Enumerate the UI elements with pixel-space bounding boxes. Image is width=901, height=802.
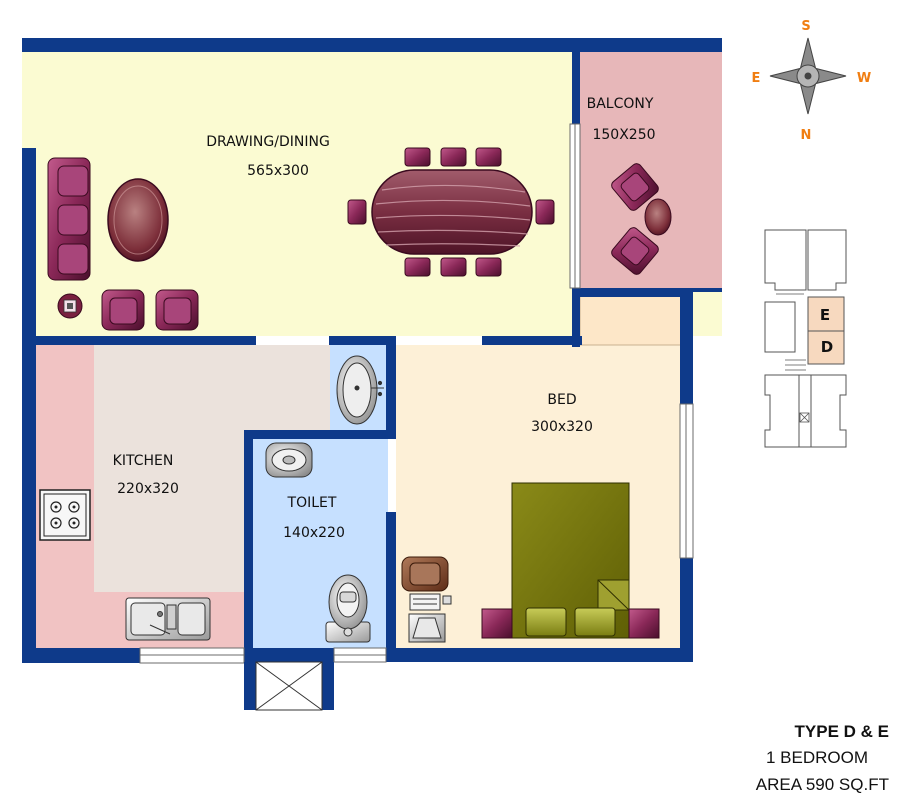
key-plan-unit-d xyxy=(807,330,845,365)
compass-rose-icon xyxy=(769,37,847,115)
key-plan-label-d: D xyxy=(821,338,833,356)
bed-label: BED xyxy=(547,392,576,408)
key-plan-unit-e xyxy=(807,296,845,332)
compass: S N E W xyxy=(752,19,872,143)
flat-type: TYPE D & E xyxy=(794,722,889,741)
toilet-label: TOILET xyxy=(287,495,337,511)
duct-shaft xyxy=(244,661,334,711)
desk-chair xyxy=(401,556,449,592)
compass-bottom-label: N xyxy=(801,128,812,143)
toilet-size: 140x220 xyxy=(283,525,345,541)
dining-table xyxy=(371,169,533,255)
balcony-chair-top xyxy=(611,163,659,211)
bedroom-count: 1 BEDROOM xyxy=(765,748,868,767)
walls xyxy=(22,38,722,663)
kitchen-sink xyxy=(125,597,211,641)
compass-left-label: E xyxy=(752,71,761,86)
bed-size: 300x320 xyxy=(531,419,593,435)
windows xyxy=(139,123,694,664)
balcony-table xyxy=(644,198,672,236)
toilet-basin xyxy=(265,442,313,478)
key-plan-label-e: E xyxy=(820,306,830,324)
balcony-size: 150X250 xyxy=(592,127,655,143)
commode xyxy=(325,574,371,643)
flat-area: AREA 590 SQ.FT xyxy=(755,775,889,794)
sofa-three-seater xyxy=(47,157,91,281)
armchair-right xyxy=(155,289,199,331)
kitchen-size: 220x320 xyxy=(117,481,179,497)
drawing-dining-label: DRAWING/DINING xyxy=(206,134,330,150)
balcony-label: BALCONY xyxy=(587,96,654,112)
double-bed xyxy=(511,482,630,639)
study-desk xyxy=(408,593,452,643)
dining-chairs xyxy=(347,147,555,277)
armchair-left xyxy=(101,289,145,331)
bed-wardrobe-area xyxy=(580,297,680,345)
cooking-stove xyxy=(39,489,91,541)
key-plan: E D xyxy=(764,229,847,448)
bedside-tables xyxy=(481,608,660,639)
telephone-stand xyxy=(57,293,83,319)
balcony-chair-bottom xyxy=(611,227,659,275)
compass-right-label: W xyxy=(857,71,871,86)
coffee-table xyxy=(107,178,169,262)
kitchen-label: KITCHEN xyxy=(113,453,174,469)
wash-basin xyxy=(336,355,384,425)
drawing-dining-size: 565x300 xyxy=(247,163,309,179)
compass-top-label: S xyxy=(801,19,810,34)
